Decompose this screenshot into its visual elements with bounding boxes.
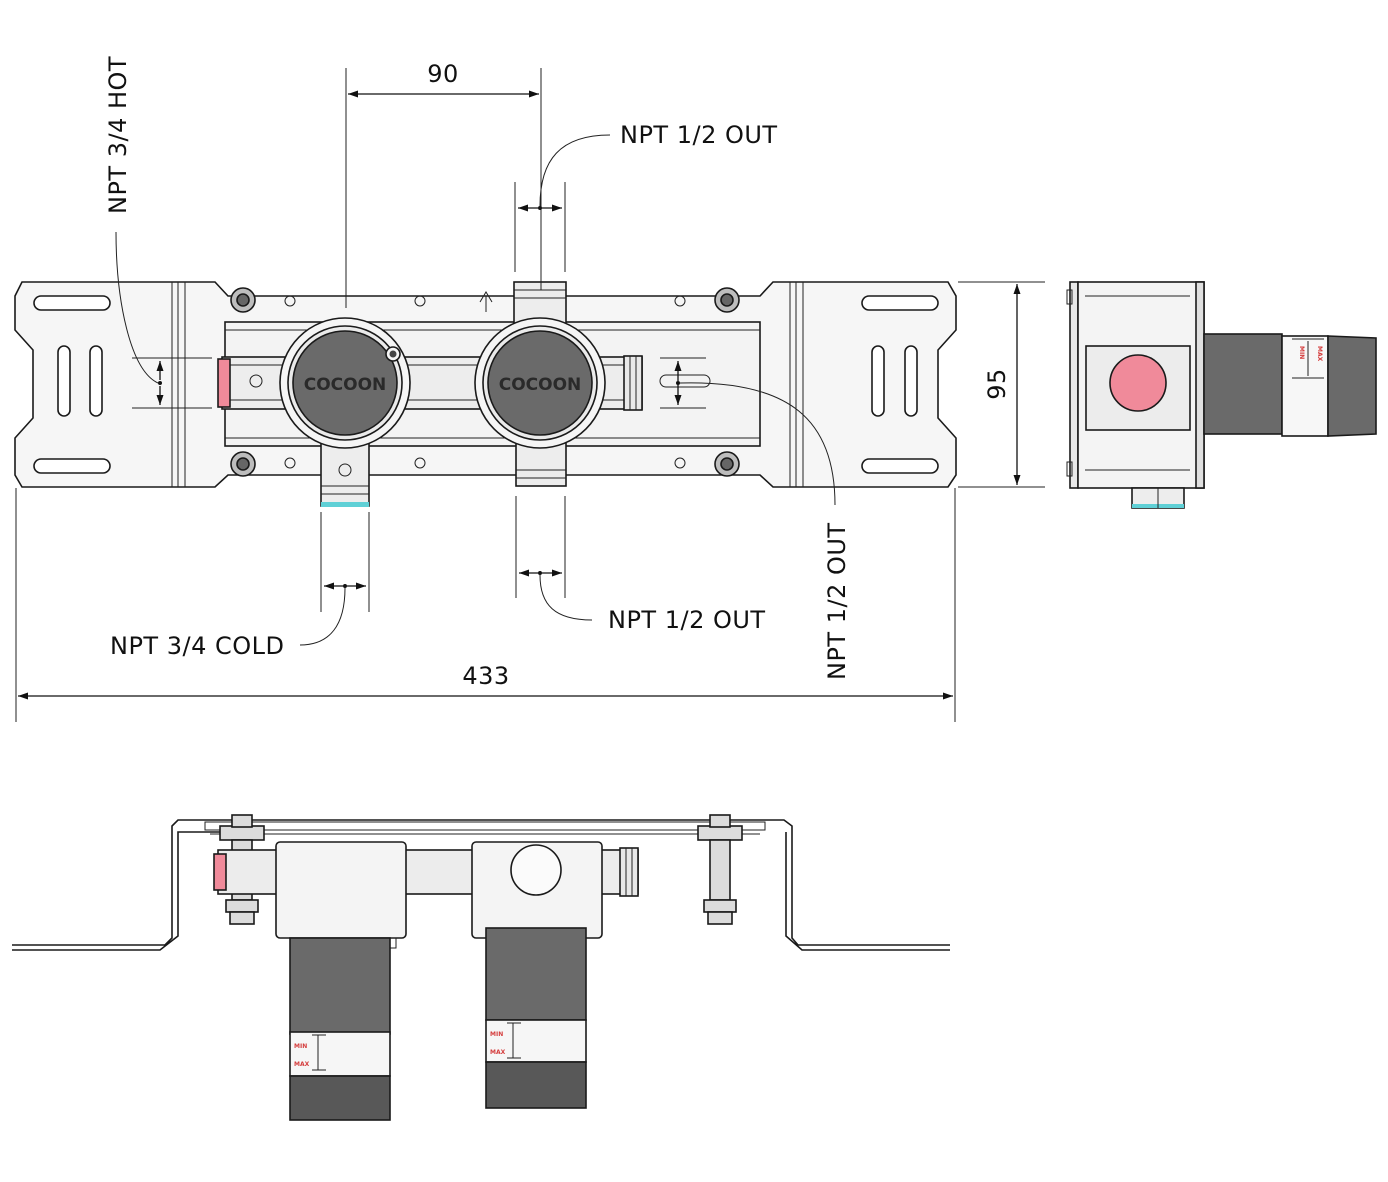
label-out-right: NPT 1/2 OUT [823,522,851,680]
label-out-top: NPT 1/2 OUT [620,121,778,149]
cold-inlet [320,439,370,507]
right-cap-brand: COCOON [499,375,582,395]
label-out-bottom: NPT 1/2 OUT [608,606,766,634]
dim-height: 95 [983,368,1011,400]
dim-centers: 90 [427,60,459,88]
dim-width: 433 [462,662,509,690]
label-cold: NPT 3/4 COLD [110,632,284,660]
svg-text:MIN: MIN [490,1031,503,1038]
left-cap-brand: COCOON [304,375,387,395]
svg-text:MAX: MAX [1316,346,1323,362]
dimension-lines: 90 433 95 NPT 1/2 OUT NPT 1/2 OUT [15,56,1045,722]
side-hot-port [1109,354,1167,412]
svg-text:MAX: MAX [490,1049,506,1056]
cold-indicator [338,463,352,477]
hot-inlet [217,358,231,408]
right-valve: COCOON [474,317,606,449]
bolt-heads [230,287,740,477]
flow-arrow-icon [479,291,493,312]
right-bolt-stack [697,814,743,925]
front-view: COCOON COCOON [14,281,957,507]
top-hot-inlet [213,853,227,891]
mount-holes [284,295,686,469]
svg-text:MAX: MAX [294,1061,310,1068]
slots-left [33,295,111,474]
top-view: MIN MAX MIN MAX [12,814,950,1121]
hot-indicator [249,374,263,388]
svg-text:MIN: MIN [1298,346,1305,359]
top-bracket [12,819,950,951]
slots-right [861,295,939,474]
label-hot: NPT 3/4 HOT [104,56,132,214]
left-valve: COCOON [279,317,411,449]
svg-text:MIN: MIN [294,1043,307,1050]
side-view: MIN MAX [1066,281,1377,509]
